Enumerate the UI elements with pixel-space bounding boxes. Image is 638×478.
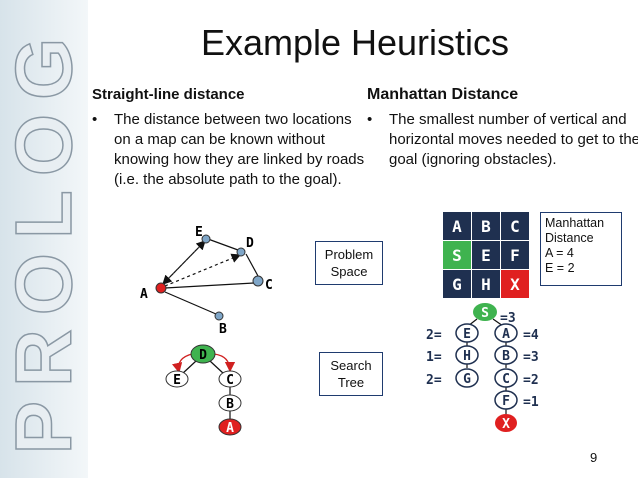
left-tree-root [190, 344, 216, 364]
map-node-d [236, 247, 246, 257]
left-heading: Straight-line distance [92, 86, 245, 103]
right-tree-a [494, 323, 518, 343]
right-bullet-text: The smallest number of vertical and hori… [389, 111, 638, 168]
left-tree-e-label: E [173, 373, 181, 388]
left-search-tree: D E C B A [165, 344, 242, 436]
map-label-a: A [140, 287, 148, 302]
grid-cell: C [501, 212, 529, 240]
page-number: 9 [590, 450, 598, 465]
right-tree-c [494, 368, 518, 388]
svg-text:A: A [502, 327, 510, 342]
edge-a-b [164, 291, 217, 315]
svg-text:1=: 1= [426, 350, 442, 365]
left-tree-b-label: B [226, 397, 234, 412]
edge-a-c [164, 282, 255, 289]
right-tree-e [455, 323, 479, 343]
slide-title: Example Heuristics [200, 22, 510, 63]
svg-text:=3: =3 [523, 350, 539, 365]
map-node-c [252, 275, 264, 287]
bullet-dot: • [367, 111, 373, 128]
left-tree-c [218, 370, 242, 388]
map-label-d: D [246, 236, 254, 251]
grid-cell-start: S [443, 241, 471, 269]
map-node-a [155, 282, 167, 294]
left-tree-c-label: C [226, 373, 234, 388]
dashed-e-a [162, 240, 206, 285]
svg-text:E: E [463, 327, 471, 342]
right-tree-x-label: X [502, 417, 510, 432]
right-tree-s [473, 303, 497, 321]
search-tree-label: Search Tree [319, 352, 383, 396]
svg-text:=2: =2 [523, 373, 539, 388]
left-tree-a [218, 418, 242, 436]
right-search-tree: S =3 E H G 2= 1= 2= A B C F =4 =3 =2 =1 … [426, 303, 539, 432]
bullet-dot: • [92, 111, 98, 128]
edge-d-c [245, 253, 259, 277]
svg-text:=1: =1 [523, 395, 539, 410]
map-label-c: C [265, 278, 273, 293]
manhattan-legend: Manhattan Distance A = 4 E = 2 [540, 212, 622, 286]
grid-cell: B [472, 212, 500, 240]
left-tree-root-label: D [199, 348, 207, 363]
sidebar-panel: PROLOG [0, 0, 89, 478]
left-tree-b [218, 394, 242, 412]
grid-cell: F [501, 241, 529, 269]
svg-text:C: C [502, 372, 510, 387]
left-tree-e [165, 370, 189, 388]
right-bullet: • The smallest number of vertical and ho… [367, 110, 638, 170]
right-tree-g [455, 368, 479, 388]
svg-text:G: G [463, 372, 471, 387]
svg-text:=4: =4 [523, 328, 539, 343]
svg-text:F: F [502, 394, 510, 409]
left-bullet-text: The distance between two locations on a … [114, 111, 365, 188]
grid-cell: A [443, 212, 471, 240]
grid-cell: H [472, 270, 500, 298]
right-heading: Manhattan Distance [367, 86, 519, 103]
right-tree-f [494, 390, 518, 410]
grid-cell-goal: X [501, 270, 529, 298]
right-tree-h [455, 345, 479, 365]
right-tree-b [494, 345, 518, 365]
right-tree-s-label: S [481, 306, 489, 321]
grid-cell: G [443, 270, 471, 298]
svg-text:B: B [502, 349, 510, 364]
map-node-b [214, 311, 224, 321]
map-node-e [201, 234, 211, 244]
map-graph: E D C A B [140, 225, 273, 337]
map-label-e: E [195, 225, 203, 240]
grid-cell: E [472, 241, 500, 269]
left-tree-a-label: A [226, 421, 234, 436]
svg-text:H: H [463, 349, 471, 364]
problem-space-label: Problem Space [315, 241, 383, 285]
left-bullet: • The distance between two locations on … [92, 110, 366, 190]
map-label-b: B [219, 322, 227, 337]
manhattan-grid: A B C S E F G H X [443, 212, 529, 298]
svg-text:2=: 2= [426, 373, 442, 388]
edge-e-d [207, 238, 239, 251]
right-tree-s-value: =3 [500, 311, 516, 326]
svg-text:2=: 2= [426, 328, 442, 343]
dashed-a-d [164, 253, 242, 287]
right-tree-x [495, 414, 517, 432]
